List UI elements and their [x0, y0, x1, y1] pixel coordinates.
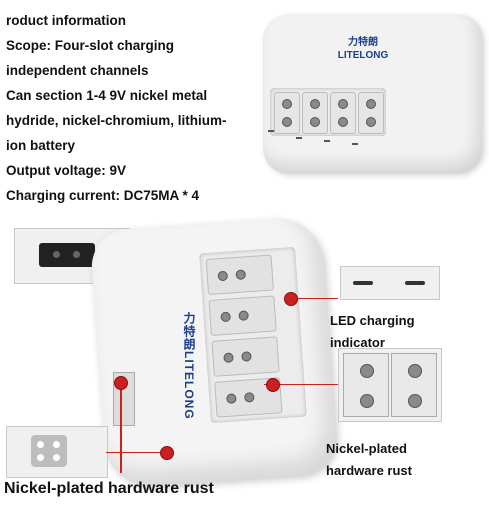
terminal-icon: [366, 99, 376, 109]
terminal-icon: [238, 310, 249, 321]
hole-icon: [53, 441, 60, 448]
terminal-icon: [338, 117, 348, 127]
spec-line: Charging current: DC75MA * 4: [6, 188, 200, 203]
terminal-icon: [338, 99, 348, 109]
terminal-icon: [360, 394, 374, 408]
spec-line: Output voltage: 9V: [6, 163, 127, 178]
product-spec: roduct information Scope: Four-slot char…: [6, 8, 251, 208]
callout-dot-clip: [160, 446, 174, 460]
terminal-icon: [366, 117, 376, 127]
terminal-icon: [282, 117, 292, 127]
terminal-icon: [310, 117, 320, 127]
nickel-label-line2: hardware rust: [326, 463, 412, 478]
nickel-label: Nickel-plated hardware rust: [326, 438, 412, 482]
led-indicator-icon: [268, 130, 274, 132]
terminal-icon: [408, 364, 422, 378]
callout-dot-port: [114, 376, 128, 390]
terminal-icon: [282, 99, 292, 109]
spec-line: roduct information: [6, 13, 126, 28]
callout-line: [106, 452, 162, 453]
battery-slot: [343, 353, 389, 417]
pin-icon: [73, 251, 80, 258]
brand-english: LITELONG: [337, 50, 389, 61]
callout-dot-terminal: [266, 378, 280, 392]
battery-slot: [274, 92, 300, 134]
slot-block-top: [270, 88, 386, 136]
led-label-line1: LED charging: [330, 313, 415, 328]
pin-icon: [53, 251, 60, 258]
spec-line: hydride, nickel-chromium, lithium-: [6, 113, 227, 128]
led-inset: [340, 266, 440, 300]
spec-line: ion battery: [6, 138, 76, 153]
led-label-line2: indicator: [330, 335, 385, 350]
ac-socket-icon: [39, 243, 95, 267]
spec-line: Can section 1-4 9V nickel metal: [6, 88, 208, 103]
callout-dot-led: [284, 292, 298, 306]
terminal-icon: [408, 394, 422, 408]
spec-line: Scope: Four-slot charging: [6, 38, 175, 53]
callout-line: [292, 298, 338, 299]
battery-slot: [330, 92, 356, 134]
battery-slot: [205, 254, 274, 296]
led-indicator-icon: [352, 143, 358, 145]
callout-line: [264, 384, 338, 385]
hole-icon: [37, 454, 44, 461]
led-indicator-icon: [405, 281, 425, 285]
terminal-icon: [244, 392, 255, 403]
led-indicator-icon: [296, 137, 302, 139]
terminal-icon: [241, 351, 252, 362]
battery-slot: [211, 336, 280, 377]
nickel-label-line1: Nickel-plated: [326, 441, 407, 456]
brand-logo-main: 力特朗LITELONG: [168, 312, 198, 420]
led-indicator-icon: [324, 140, 330, 142]
terminal-icon: [223, 352, 234, 364]
slot-block-main: [199, 246, 307, 424]
hole-icon: [53, 454, 60, 461]
terminal-icon: [220, 311, 232, 323]
brand-english: LITELONG: [182, 351, 196, 420]
terminal-inset: [338, 348, 442, 422]
led-label: LED charging indicator: [330, 310, 415, 354]
terminal-icon: [226, 393, 237, 404]
brand-logo-top: 力特朗 LITELONG: [318, 36, 408, 62]
spec-line: independent channels: [6, 63, 149, 78]
terminal-icon: [310, 99, 320, 109]
bottom-caption: Nickel-plated hardware rust: [4, 480, 214, 497]
battery-slot: [302, 92, 328, 134]
terminal-icon: [217, 270, 229, 282]
clip-inset: [6, 426, 108, 478]
clip-icon: [31, 435, 67, 467]
battery-slot: [208, 295, 277, 336]
terminal-icon: [360, 364, 374, 378]
led-indicator-icon: [353, 281, 373, 285]
battery-slot: [391, 353, 437, 417]
hole-icon: [37, 441, 44, 448]
brand-chinese: 力特朗: [182, 312, 196, 351]
terminal-icon: [235, 269, 247, 281]
battery-slot: [358, 92, 384, 134]
callout-line: [120, 383, 122, 473]
brand-chinese: 力特朗: [348, 37, 378, 48]
